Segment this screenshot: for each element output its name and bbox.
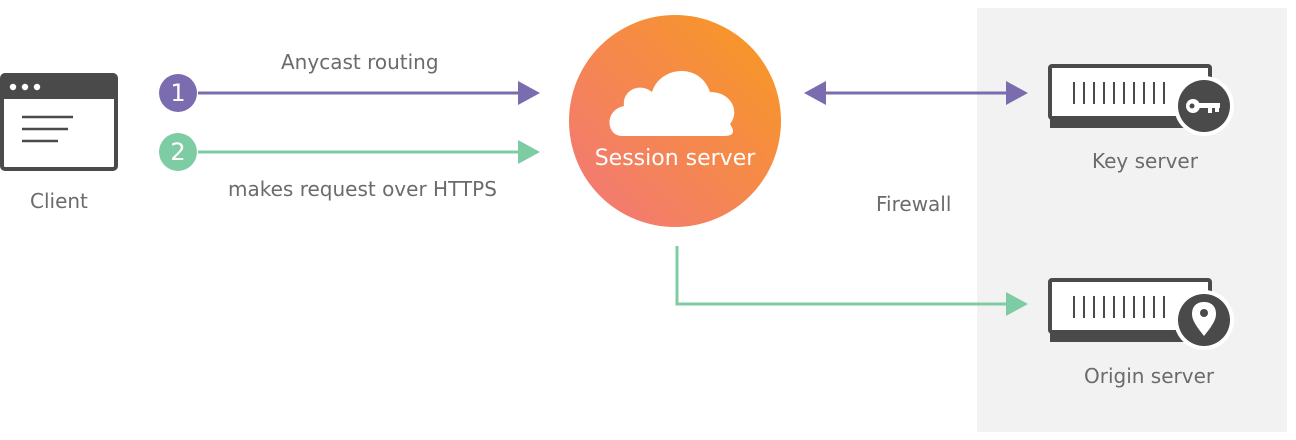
step-2-badge [159,133,197,171]
step-1-number: 1 [170,79,186,107]
origin-server-arrow [675,246,1028,316]
step-2-arrow [198,140,540,164]
key-server-arrow [804,81,1028,105]
key-icon [1186,99,1220,113]
browser-window-icon [0,73,118,171]
firewall-label: Firewall [876,192,952,216]
location-pin-icon [1192,302,1216,336]
step-2-label: makes request over HTTPS [228,177,497,201]
step-1-arrow [198,81,540,105]
key-server-label: Key server [1092,149,1198,173]
client-label: Client [30,189,88,213]
step-1-badge [159,74,197,112]
origin-server-label: Origin server [1084,364,1215,388]
step-2-number: 2 [170,138,186,166]
key-server-icon [1048,64,1234,136]
session-server-label: Session server [594,146,756,171]
origin-server-icon [1048,278,1234,350]
step-1-label: Anycast routing [281,50,439,74]
cloud-icon [609,70,735,136]
